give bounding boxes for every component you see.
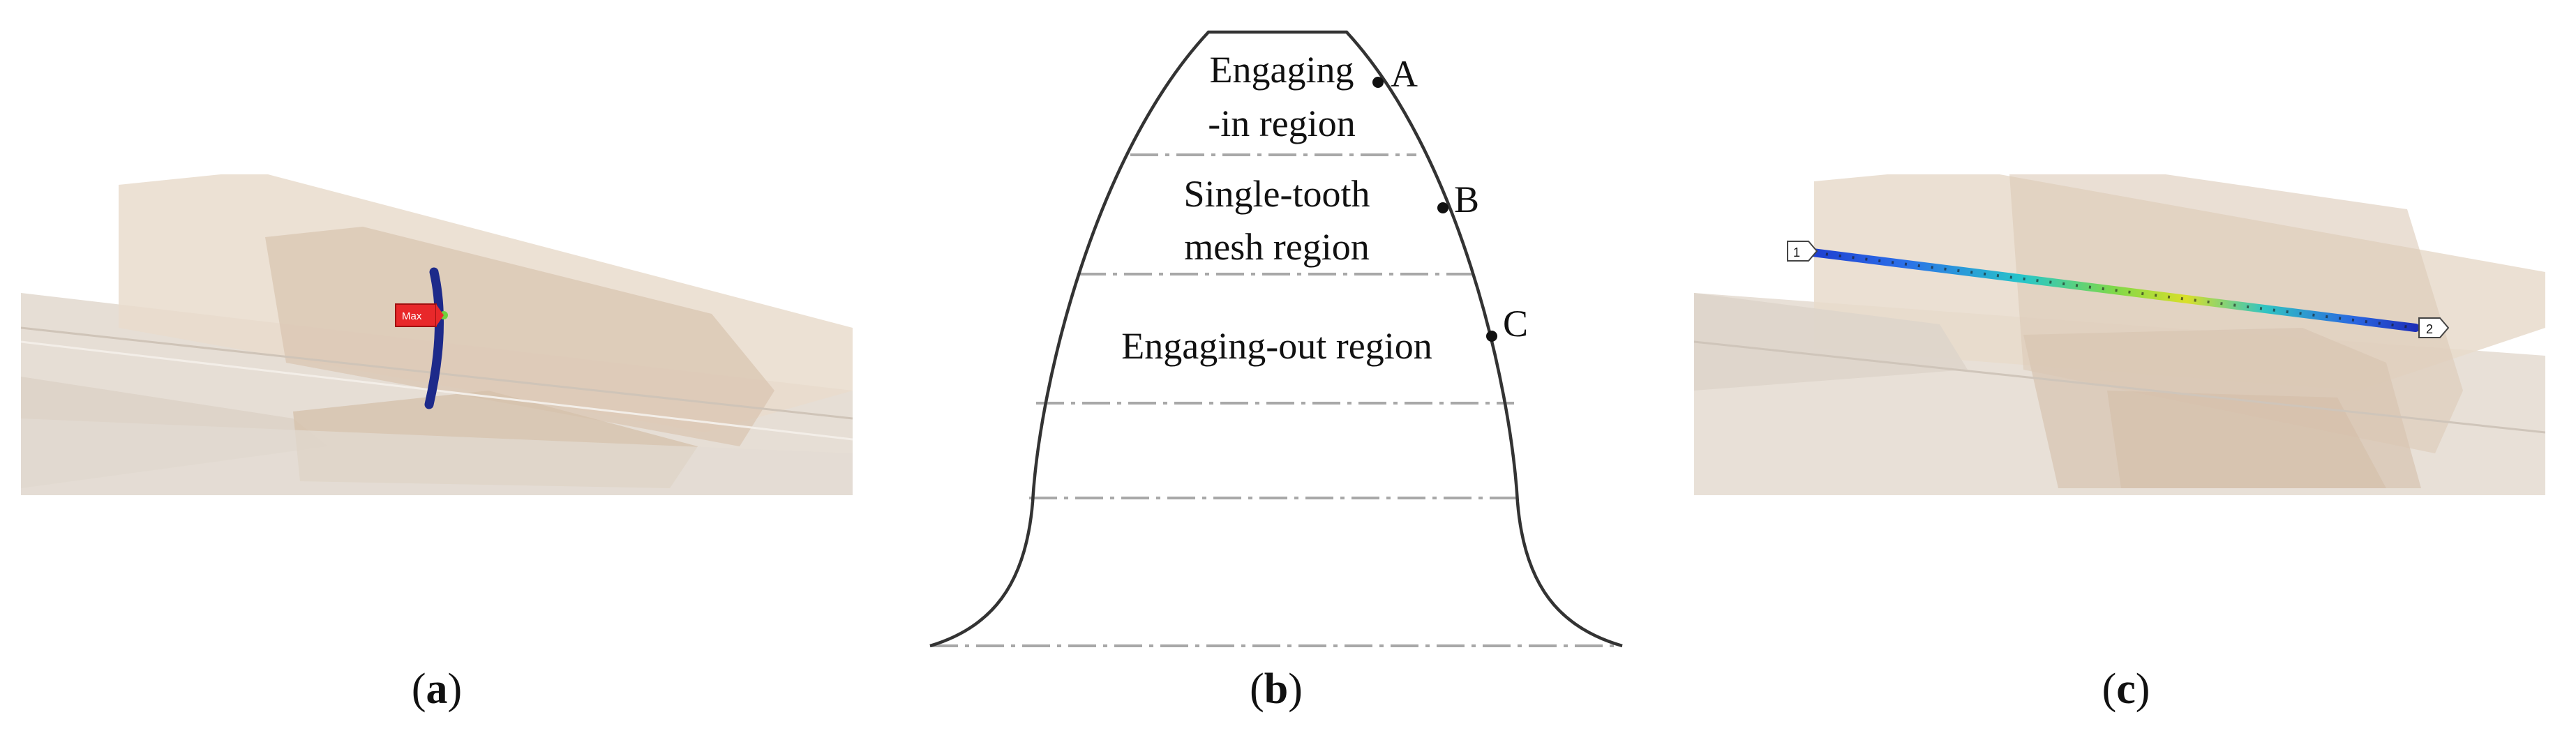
point-c-dot <box>1486 331 1497 342</box>
panel-c-render <box>1694 174 2545 495</box>
engaging-out-label: Engaging-out region <box>1121 325 1432 367</box>
contact-line-a <box>424 267 444 409</box>
engaging-in-label-line2: -in region <box>1208 103 1355 144</box>
end-marker-label: 2 <box>2426 322 2433 336</box>
single-tooth-label-line2: mesh region <box>1184 226 1369 268</box>
engaging-in-label-line1: Engaging <box>1210 49 1354 91</box>
max-label-pointer <box>436 304 444 326</box>
tooth-outline <box>929 30 1623 648</box>
end-marker-box <box>2418 317 2450 338</box>
tooth-profile-diagram <box>929 30 1623 648</box>
max-label-text: Max <box>402 310 422 322</box>
caption-a: (a) <box>412 665 462 713</box>
point-b-label: B <box>1454 179 1479 220</box>
start-marker-box <box>1787 241 1818 262</box>
caption-b: (b) <box>1250 665 1303 713</box>
point-b-dot <box>1437 202 1448 213</box>
point-a-label: A <box>1391 53 1418 95</box>
panel-a-render <box>21 174 853 495</box>
point-a-dot <box>1372 77 1384 88</box>
caption-c: (c) <box>2102 665 2150 713</box>
contact-line-c <box>1809 248 2420 332</box>
single-tooth-label-line1: Single-tooth <box>1184 173 1370 215</box>
point-c-label: C <box>1503 303 1528 345</box>
start-marker-label: 1 <box>1793 246 1800 259</box>
